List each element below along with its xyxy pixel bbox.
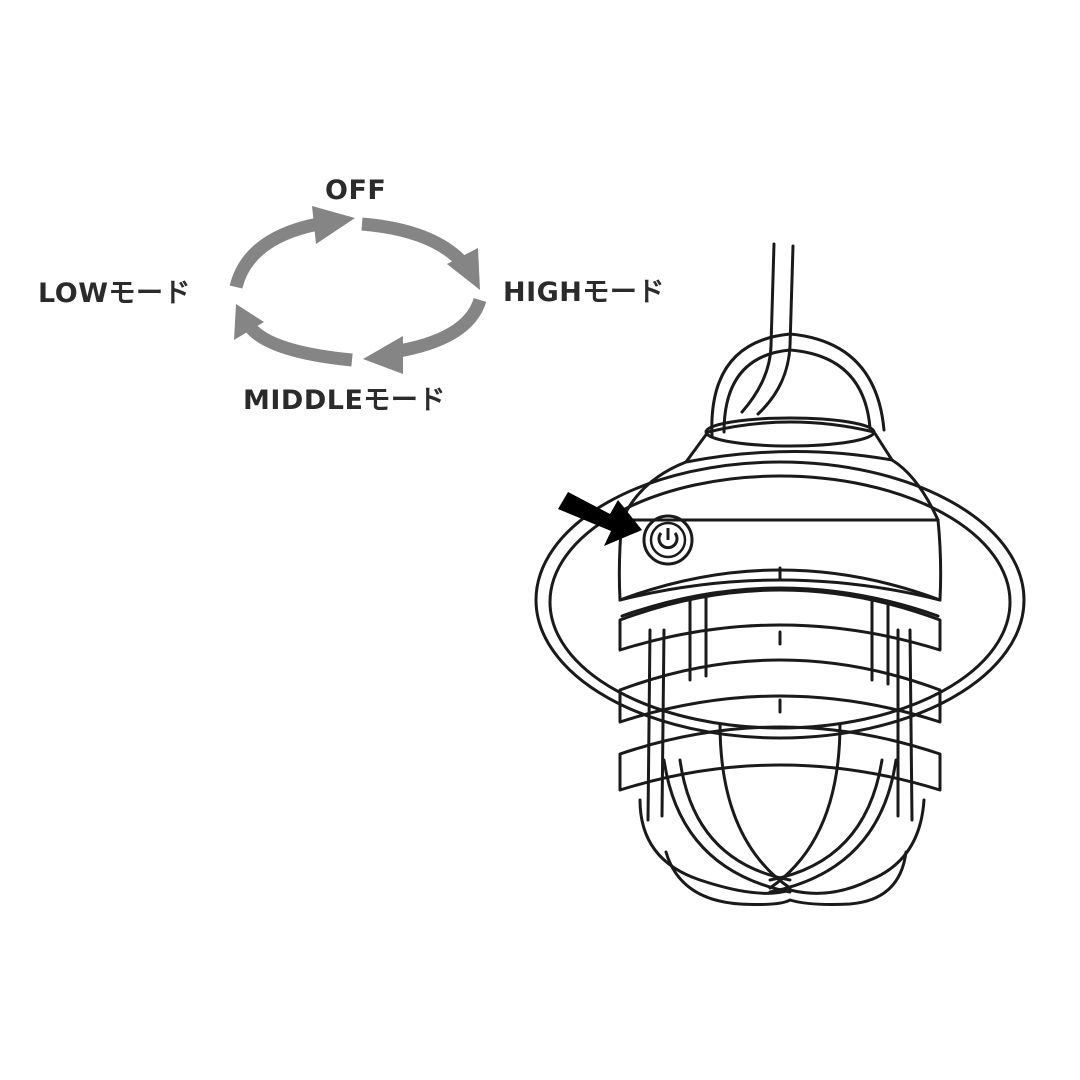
power-button-ring-outer[interactable] (642, 514, 694, 566)
power-button[interactable] (642, 514, 694, 566)
cage-ring-1 (618, 588, 942, 652)
globe (638, 798, 926, 895)
cage-arc-right-inner (768, 758, 884, 882)
lantern (534, 242, 1026, 906)
mode-label-high: HIGHモード (503, 277, 665, 308)
hanging-cord (740, 242, 776, 414)
hanging-cord-inner (756, 244, 795, 416)
top-cap-ring (704, 416, 876, 448)
cycle-arrowhead-off (312, 206, 355, 244)
cage-bar-left-inner (660, 628, 666, 818)
body-top (617, 518, 943, 602)
cage-ring-2 (618, 658, 942, 724)
cage-arc-left-inner (678, 758, 792, 882)
cycle-arrow-off-to-high (361, 217, 467, 267)
cage-bar-left (646, 628, 652, 822)
handle-loop-inner (722, 348, 872, 434)
cycle-arrow-low-to-off (229, 217, 320, 289)
mode-label-middle: MIDDLEモード (243, 385, 446, 416)
power-button-ring-inner[interactable] (649, 521, 687, 559)
cage-arc-center-right (768, 722, 842, 890)
body-top-band-2 (620, 586, 940, 618)
cage-arc-right (768, 758, 898, 894)
cycle-arrowhead-high (447, 248, 480, 290)
cage-arc-center-left (718, 722, 792, 890)
mode-label-off: OFF (325, 175, 387, 206)
hood-brim-outer (534, 460, 1026, 740)
cycle-arrow-middle-to-low (244, 322, 353, 367)
top-cap (684, 420, 894, 464)
handle-loop (710, 332, 886, 438)
bottom-base (664, 850, 908, 906)
cycle-arrows (229, 206, 487, 374)
pointer-arrow-icon (558, 492, 642, 546)
cycle-arrowhead-low (234, 304, 264, 340)
mode-label-low: LOWモード (38, 278, 191, 309)
cycle-arrow-high-to-middle (391, 297, 487, 359)
cage-bar-right (908, 628, 914, 822)
power-icon[interactable] (657, 532, 679, 550)
cage-ring-3 (618, 725, 942, 792)
cage-arc-left (662, 758, 792, 894)
cycle-arrowhead-middle (363, 336, 403, 374)
